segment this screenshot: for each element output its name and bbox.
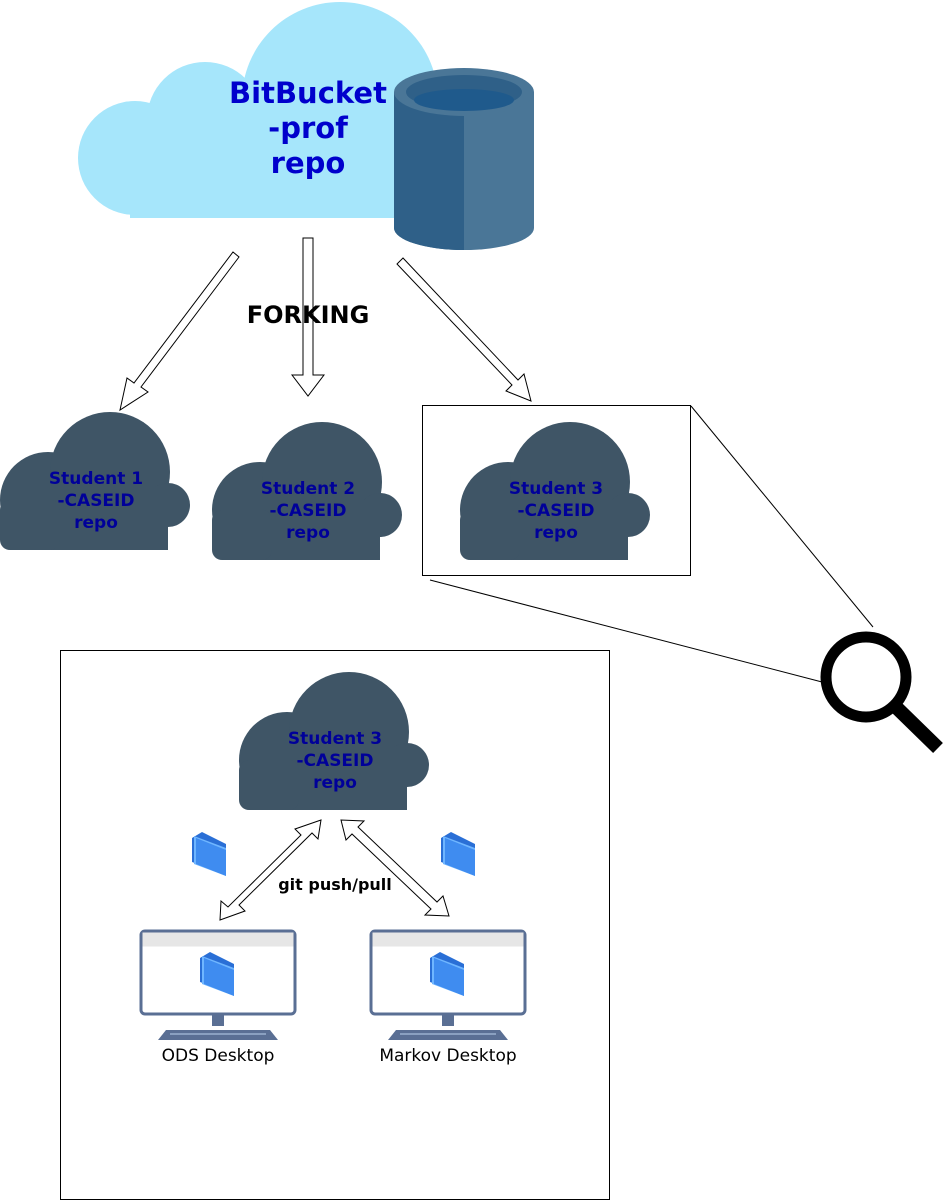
ods-desktop-label: ODS Desktop <box>161 1046 275 1066</box>
zoom-line-lower <box>429 579 823 683</box>
bitbucket-cloud <box>78 2 438 218</box>
forking-label: FORKING <box>246 301 370 329</box>
fork-arrow-student-2 <box>290 237 326 397</box>
zoom-selection-box <box>422 405 691 576</box>
push-pull-arrow-left <box>219 819 322 921</box>
search-icon <box>820 631 943 754</box>
fork-arrow-student-3 <box>396 257 532 402</box>
git-push-pull-label: git push/pull <box>278 875 392 894</box>
detail-student-3-repo-label: Student 3 -CASEID repo <box>287 729 383 793</box>
detail-box <box>60 650 610 1200</box>
student-1-repo-label: Student 1 -CASEID repo <box>48 469 144 533</box>
folder-icon <box>441 832 475 876</box>
fork-arrow-student-1 <box>119 251 240 412</box>
push-pull-arrow-right <box>340 819 450 917</box>
database-icon <box>394 68 534 250</box>
zoom-line-upper <box>690 405 874 628</box>
student-2-repo-label: Student 2 -CASEID repo <box>260 479 356 543</box>
bitbucket-repo-label: BitBucket -prof repo <box>229 76 387 180</box>
student-3-repo-label: Student 3 -CASEID repo <box>508 479 604 543</box>
markov-desktop-label: Markov Desktop <box>379 1046 517 1066</box>
folder-icon <box>192 832 226 876</box>
